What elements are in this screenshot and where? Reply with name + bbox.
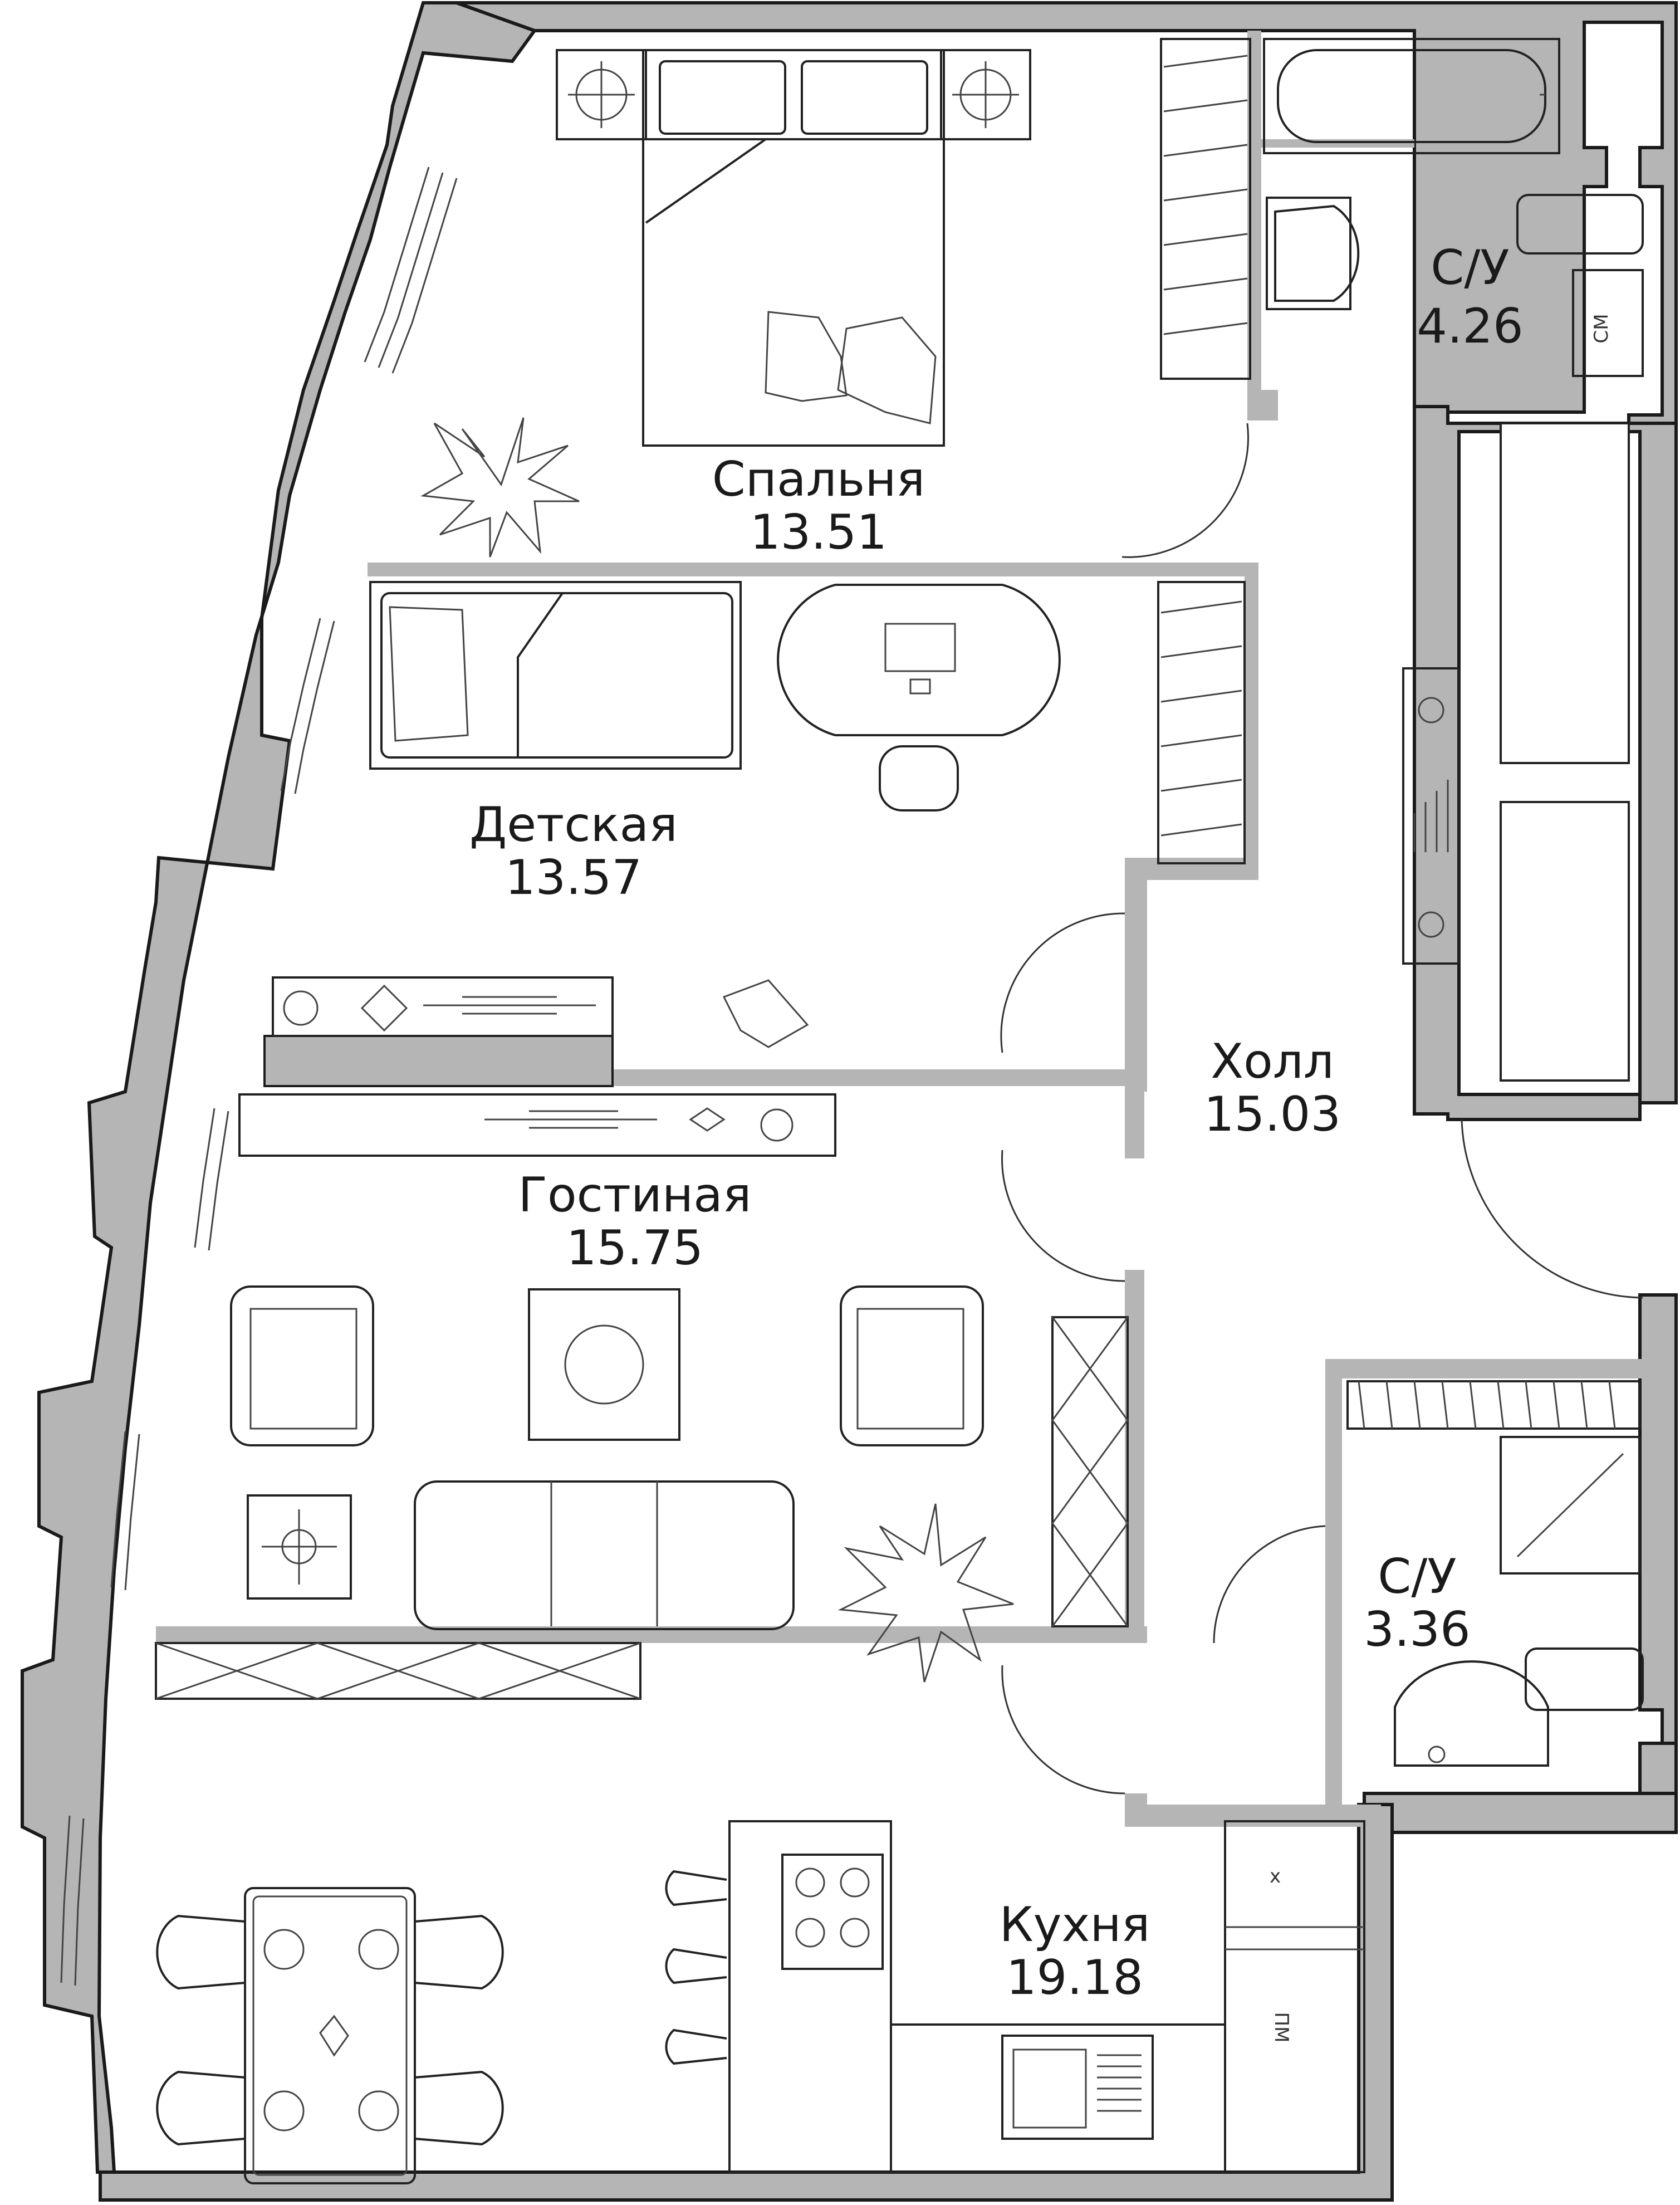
childrens-room-furniture — [272, 581, 1246, 1048]
room-label-kitchen: Кухня 19.18 — [1000, 1897, 1150, 2006]
dishwasher-mark: ПМ — [1270, 2012, 1292, 2043]
bathroom-2-fixtures — [1346, 1380, 1644, 1767]
svg-text:Детская: Детская — [469, 797, 678, 853]
room-label-bathroom-2: С/У 3.36 — [1364, 1549, 1470, 1658]
exterior-wall-east-lower — [99, 1293, 1678, 2202]
hall-furniture — [1402, 667, 1460, 965]
room-label-living-room: Гостиная 15.75 — [518, 1167, 752, 1276]
svg-text:13.51: 13.51 — [750, 505, 887, 560]
svg-text:Спальня: Спальня — [712, 452, 925, 507]
svg-text:Холл: Холл — [1211, 1034, 1334, 1089]
svg-text:15.03: 15.03 — [1204, 1087, 1341, 1142]
kitchen-furniture: x ПМ — [156, 1820, 1365, 2184]
room-label-childrens-room: Детская 13.57 — [469, 797, 678, 906]
storage-closets — [1500, 422, 1630, 1082]
exterior-wall-top-right — [455, 1, 1678, 1121]
plant-icon — [420, 417, 580, 558]
windows — [60, 167, 458, 1986]
living-room-furniture — [155, 1093, 1129, 1700]
svg-text:Кухня: Кухня — [1000, 1897, 1150, 1953]
svg-text:С/У: С/У — [1378, 1549, 1456, 1605]
svg-text:15.75: 15.75 — [566, 1220, 703, 1276]
room-label-hall: Холл 15.03 — [1204, 1034, 1341, 1142]
bathroom-1-fixtures: СМ — [1263, 38, 1644, 377]
svg-text:13.57: 13.57 — [505, 850, 642, 906]
svg-text:Гостиная: Гостиная — [518, 1167, 752, 1223]
bedroom-furniture — [556, 38, 1251, 447]
doors — [1000, 423, 1643, 1795]
range-hood-mark: x — [1270, 1865, 1281, 1888]
washer-mark: СМ — [1590, 314, 1613, 343]
svg-text:3.36: 3.36 — [1364, 1602, 1470, 1658]
svg-text:4.26: 4.26 — [1417, 299, 1523, 354]
svg-text:19.18: 19.18 — [1006, 1950, 1143, 2006]
room-label-bedroom: Спальня 13.51 — [712, 452, 925, 560]
room-label-bathroom-1: С/У 4.26 — [1417, 240, 1523, 354]
exterior-wall-west — [21, 1, 537, 2174]
svg-text:С/У: С/У — [1431, 240, 1509, 296]
